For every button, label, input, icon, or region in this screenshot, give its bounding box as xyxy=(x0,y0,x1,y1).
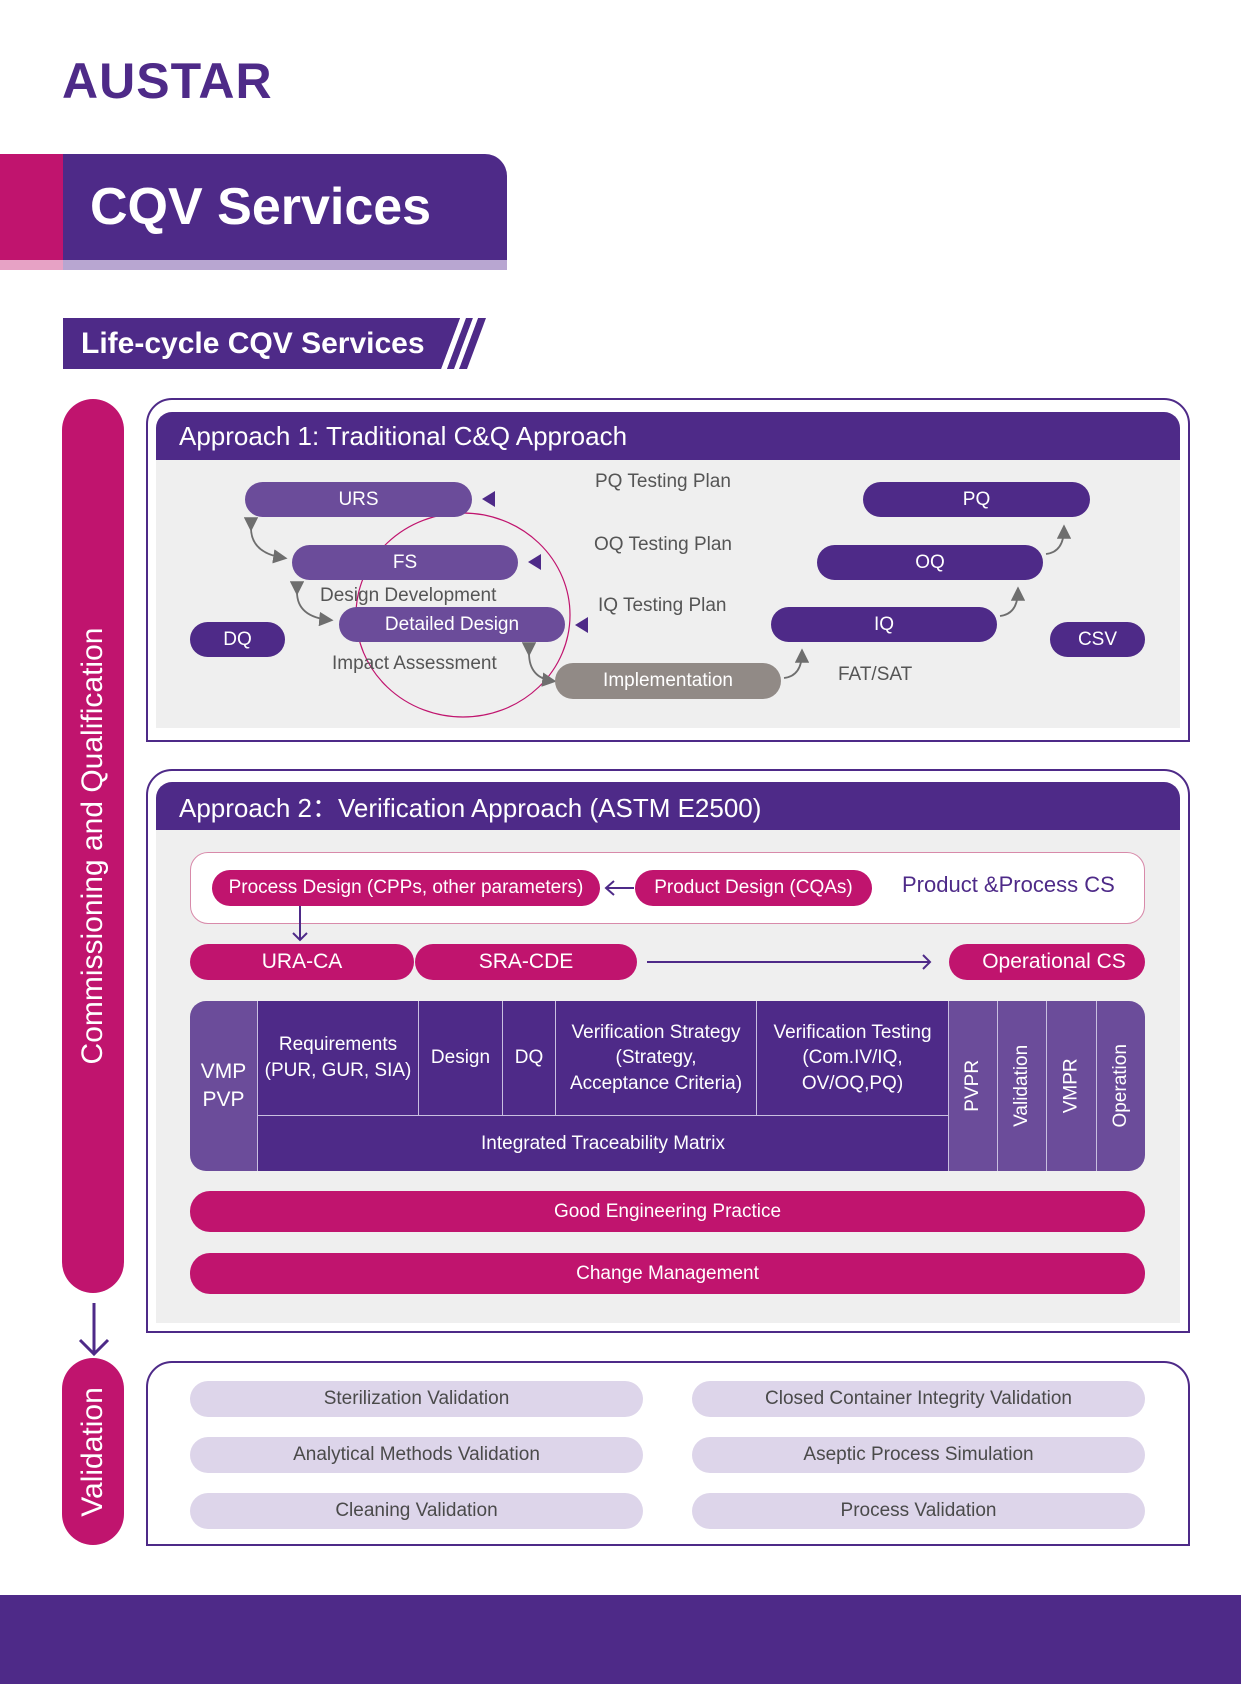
sra-cde-node: SRA-CDE xyxy=(415,944,637,980)
detailed-design-node: Detailed Design xyxy=(339,607,565,642)
oq-testing-plan-label: OQ Testing Plan xyxy=(594,534,733,555)
pq-testing-plan-label: PQ Testing Plan xyxy=(595,471,731,492)
operational-cs-node: Operational CS xyxy=(949,944,1145,980)
validation-label: Validation xyxy=(76,1386,109,1517)
operation-label: Operation xyxy=(1110,1044,1132,1128)
pq-plan-arrow-icon xyxy=(482,491,495,507)
verification-strategy-cell: Verification Strategy (Strategy, Accepta… xyxy=(556,1001,757,1116)
process-design-node: Process Design (CPPs, other parameters) xyxy=(212,870,600,906)
product-design-node: Product Design (CQAs) xyxy=(635,870,872,906)
validation-item: Closed Container Integrity Validation xyxy=(692,1381,1145,1417)
page-title: CQV Services xyxy=(63,154,507,260)
urs-node: URS xyxy=(245,482,472,517)
banner-accent-underline xyxy=(0,260,63,270)
iq-testing-plan-label: IQ Testing Plan xyxy=(598,595,727,616)
approach2-title: Approach 2：Verification Approach (ASTM E… xyxy=(156,782,1180,830)
footer-band xyxy=(0,1595,1241,1684)
validation-item: Sterilization Validation xyxy=(190,1381,643,1417)
approach2-arrows xyxy=(292,880,932,970)
vmp-pvp-cell: VMP PVP xyxy=(190,1001,258,1171)
validation-item: Cleaning Validation xyxy=(190,1493,643,1529)
operation-cell: Operation xyxy=(1097,1001,1145,1171)
down-arrow-icon xyxy=(78,1303,110,1357)
vmpr-label: VMPR xyxy=(1060,1058,1082,1114)
pvpr-label: PVPR xyxy=(962,1060,984,1112)
iq-oq-arrow xyxy=(999,586,1026,617)
change-management-bar: Change Management xyxy=(190,1253,1145,1294)
validation-cell: Validation xyxy=(998,1001,1047,1171)
dq-cell: DQ xyxy=(503,1001,556,1116)
banner-underline xyxy=(63,260,507,270)
verification-table: VMP PVP Requirements (PUR, GUR, SIA) Des… xyxy=(190,1001,1145,1171)
left-arrow-icon xyxy=(604,880,615,896)
oq-node: OQ xyxy=(817,545,1043,580)
ura-ca-node: URA-CA xyxy=(190,944,414,980)
fat-sat-label: FAT/SAT xyxy=(838,664,913,685)
oq-pq-arrow xyxy=(1045,524,1072,555)
product-process-cs-label: Product &Process CS xyxy=(902,872,1115,897)
validation-bar: Validation xyxy=(62,1358,124,1545)
dd-impl-arrow xyxy=(521,642,557,687)
right-arrow-icon xyxy=(922,954,932,970)
iq-plan-arrow-icon xyxy=(575,617,588,633)
fs-dd-arrow xyxy=(289,581,334,627)
impact-assessment-label: Impact Assessment xyxy=(332,653,497,674)
design-cell: Design xyxy=(419,1001,503,1116)
pvpr-cell: PVPR xyxy=(949,1001,998,1171)
approach1-title: Approach 1: Traditional C&Q Approach xyxy=(156,412,1180,460)
banner-accent xyxy=(0,154,63,260)
down-arrow-icon xyxy=(292,932,308,942)
verification-testing-cell: Verification Testing (Com.IV/IQ, OV/OQ,P… xyxy=(757,1001,949,1116)
impl-iq-arrow xyxy=(783,648,810,679)
austar-logo: AUSTAR xyxy=(62,53,273,109)
urs-fs-arrow xyxy=(243,517,288,564)
commissioning-qualification-bar: Commissioning and Qualification xyxy=(62,399,124,1293)
implementation-node: Implementation xyxy=(555,663,781,699)
good-engineering-practice-bar: Good Engineering Practice xyxy=(190,1191,1145,1232)
design-development-label: Design Development xyxy=(320,585,497,606)
fs-node: FS xyxy=(292,545,518,580)
section-title: Life-cycle CQV Services xyxy=(63,318,460,369)
integrated-traceability-matrix-cell: Integrated Traceability Matrix xyxy=(258,1116,949,1171)
slash-decoration-icon xyxy=(440,318,486,369)
vmp-label: VMP xyxy=(200,1059,247,1083)
validation-item: Process Validation xyxy=(692,1493,1145,1529)
validation-item: Analytical Methods Validation xyxy=(190,1437,643,1473)
csv-node: CSV xyxy=(1050,622,1145,657)
commissioning-qualification-label: Commissioning and Qualification xyxy=(76,627,109,1065)
iq-node: IQ xyxy=(771,607,997,642)
validation-item: Aseptic Process Simulation xyxy=(692,1437,1145,1473)
dq-node: DQ xyxy=(190,622,285,657)
pvp-label: PVP xyxy=(202,1088,245,1111)
vmpr-cell: VMPR xyxy=(1047,1001,1097,1171)
requirements-cell: Requirements (PUR, GUR, SIA) xyxy=(258,1001,419,1116)
oq-plan-arrow-icon xyxy=(528,554,541,570)
pq-node: PQ xyxy=(863,482,1090,517)
validation-col-label: Validation xyxy=(1011,1044,1033,1128)
